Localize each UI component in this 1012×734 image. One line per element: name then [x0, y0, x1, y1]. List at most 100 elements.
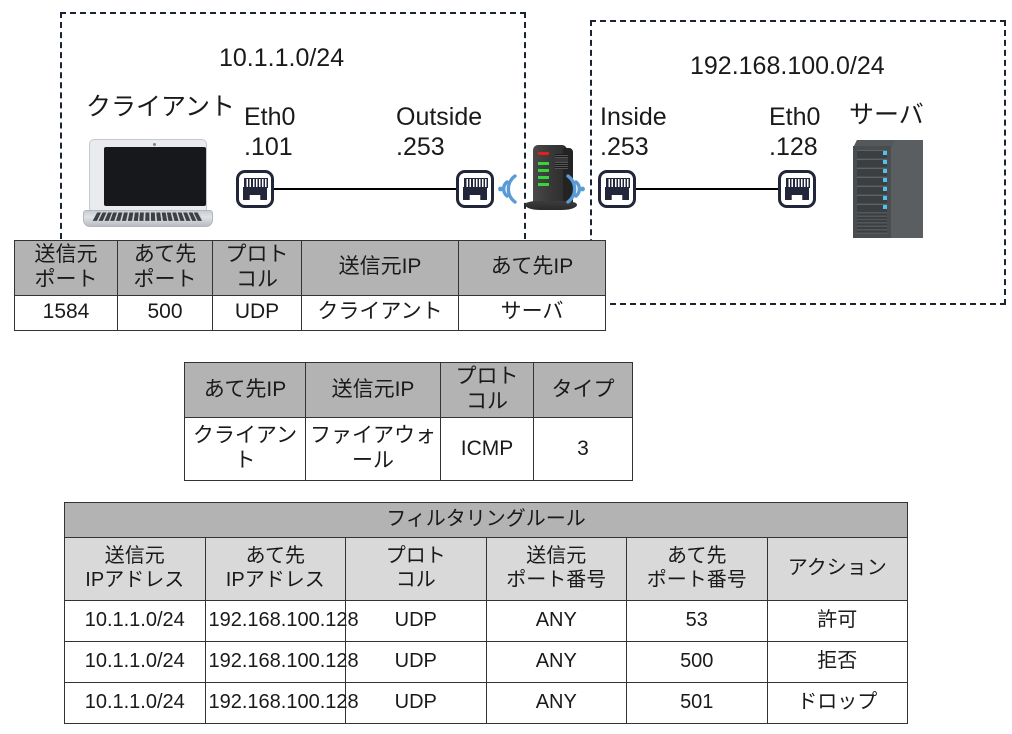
- header-line-1: プロト: [455, 365, 519, 389]
- table-header-row: 送信元 IPアドレス あて先 IPアドレス プロト コル 送信元 ポート番号 あ…: [64, 537, 908, 601]
- header-line-1: 送信元: [104, 545, 165, 568]
- cell-src-port: 1584: [14, 294, 118, 331]
- laptop-camera-icon: [153, 143, 156, 146]
- cell-src-ip: 10.1.1.0/24: [64, 682, 206, 724]
- packet-header-table: 送信元 ポート あて先 ポート プロト コル 送信元IP あて先IP 1584 …: [14, 240, 606, 331]
- column-header-type: タイプ: [533, 362, 633, 418]
- wifi-arcs-left-icon: [498, 174, 517, 204]
- cell-dst-port: 500: [117, 294, 213, 331]
- server-eth0-label: Eth0: [769, 103, 821, 131]
- cell-dst-port: 53: [626, 600, 768, 642]
- cell-protocol: UDP: [212, 294, 302, 331]
- cell-protocol: ICMP: [440, 417, 534, 481]
- left-subnet-label: 10.1.1.0/24: [219, 44, 345, 72]
- column-header-src-ip: 送信元IP: [301, 240, 459, 296]
- server-side-panel: [891, 140, 923, 238]
- server-bay: [857, 177, 887, 185]
- cell-protocol: UDP: [345, 682, 487, 724]
- header-line-2: コル: [395, 569, 436, 591]
- icmp-response-table: あて先IP 送信元IP プロト コル タイプ クライアント ファイアウォール I…: [184, 362, 633, 481]
- server-bay-led: [883, 151, 887, 155]
- cell-action: ドロップ: [766, 682, 908, 724]
- cell-src-port: ANY: [485, 641, 627, 683]
- table-header-row: 送信元 ポート あて先 ポート プロト コル 送信元IP あて先IP: [14, 240, 606, 296]
- firewall-inside-label: Inside: [600, 103, 667, 131]
- column-header-src-port-number: 送信元 ポート番号: [485, 537, 627, 601]
- column-header-action: アクション: [766, 537, 908, 601]
- server-eth0-address: .128: [769, 133, 818, 161]
- firewall-status-led-2: [538, 169, 549, 172]
- server-bay-led: [883, 169, 887, 173]
- cell-action: 拒否: [766, 641, 908, 683]
- column-header-dst-ip-address: あて先 IPアドレス: [204, 537, 346, 601]
- client-eth0-address: .101: [244, 133, 293, 161]
- header-line-2: ポート番号: [506, 569, 607, 591]
- cell-type: 3: [533, 417, 633, 481]
- header-line-2: IPアドレス: [225, 569, 325, 591]
- laptop-icon: [83, 139, 213, 229]
- wifi-arcs-right-icon: [566, 174, 585, 204]
- cell-dst-port: 501: [626, 682, 768, 724]
- cell-protocol: UDP: [345, 641, 487, 683]
- server-bay: [857, 195, 887, 203]
- laptop-keyboard: [92, 212, 204, 221]
- laptop-screen: [104, 147, 206, 206]
- table-title-row: フィルタリングルール: [64, 502, 908, 538]
- cell-dst-ip: サーバ: [458, 294, 606, 331]
- firewall-status-led-3: [538, 176, 549, 179]
- client-label: クライアント: [86, 93, 236, 121]
- rj45-port-icon-firewall-inside: [598, 170, 636, 208]
- rj45-port-icon-firewall-outside: [456, 170, 494, 208]
- cell-dst-ip: 192.168.100.128: [204, 641, 359, 683]
- server-bay: [857, 159, 887, 167]
- column-header-dst-ip: あて先IP: [184, 362, 306, 418]
- cell-action: 許可: [766, 600, 908, 642]
- firewall-power-led: [538, 152, 549, 155]
- firewall-stand: [525, 201, 577, 210]
- column-header-protocol: プロト コル: [345, 537, 487, 601]
- firewall-status-led-4: [538, 183, 549, 186]
- header-line-2: ポート番号: [646, 569, 747, 591]
- rj45-pins: [244, 178, 268, 188]
- table-title: フィルタリングルール: [64, 502, 908, 538]
- column-header-dst-ip: あて先IP: [458, 240, 606, 296]
- table-header-row: あて先IP 送信元IP プロト コル タイプ: [184, 362, 633, 418]
- header-line-1: 送信元: [34, 243, 98, 266]
- server-bay: [857, 168, 887, 176]
- rj45-pins: [786, 178, 810, 188]
- rj45-port-icon-server-eth0: [778, 170, 816, 208]
- cell-src-ip: クライアント: [301, 294, 459, 331]
- column-header-protocol: プロト コル: [212, 240, 302, 296]
- rj45-body: [785, 187, 809, 200]
- table-row: 10.1.1.0/24 192.168.100.128 UDP ANY 501 …: [64, 682, 908, 724]
- server-bay-led: [883, 205, 887, 209]
- firewall-to-server-link: [634, 188, 780, 190]
- client-to-firewall-link: [272, 188, 460, 190]
- right-subnet-boundary: [590, 20, 1006, 305]
- table-row: 10.1.1.0/24 192.168.100.128 UDP ANY 500 …: [64, 641, 908, 683]
- server-bay: [857, 186, 887, 194]
- header-line-1: 送信元: [526, 545, 587, 568]
- server-bay: [857, 150, 887, 158]
- header-line-1: あて先: [245, 545, 306, 568]
- header-line-2: コル: [236, 267, 278, 291]
- server-vent-grille: [857, 210, 887, 234]
- rj45-pins: [606, 178, 630, 188]
- laptop-lid: [89, 139, 207, 211]
- column-header-dst-port-number: あて先 ポート番号: [626, 537, 768, 601]
- right-subnet-label: 192.168.100.0/24: [690, 52, 885, 80]
- cell-src-ip: 10.1.1.0/24: [64, 600, 206, 642]
- header-line-1: あて先: [133, 243, 197, 266]
- header-line-2: IPアドレス: [85, 569, 185, 591]
- header-line-1: プロト: [225, 243, 289, 266]
- rj45-body: [463, 187, 487, 200]
- filtering-rules-table: フィルタリングルール 送信元 IPアドレス あて先 IPアドレス プロト コル …: [64, 502, 908, 724]
- cell-src-port: ANY: [485, 682, 627, 724]
- table-row: 1584 500 UDP クライアント サーバ: [14, 294, 606, 331]
- rj45-body: [605, 187, 629, 200]
- cell-dst-ip: 192.168.100.128: [204, 682, 359, 724]
- cell-dst-ip: 192.168.100.128: [204, 600, 359, 642]
- table-row: 10.1.1.0/24 192.168.100.128 UDP ANY 53 許…: [64, 600, 908, 642]
- column-header-src-ip: 送信元IP: [305, 362, 441, 418]
